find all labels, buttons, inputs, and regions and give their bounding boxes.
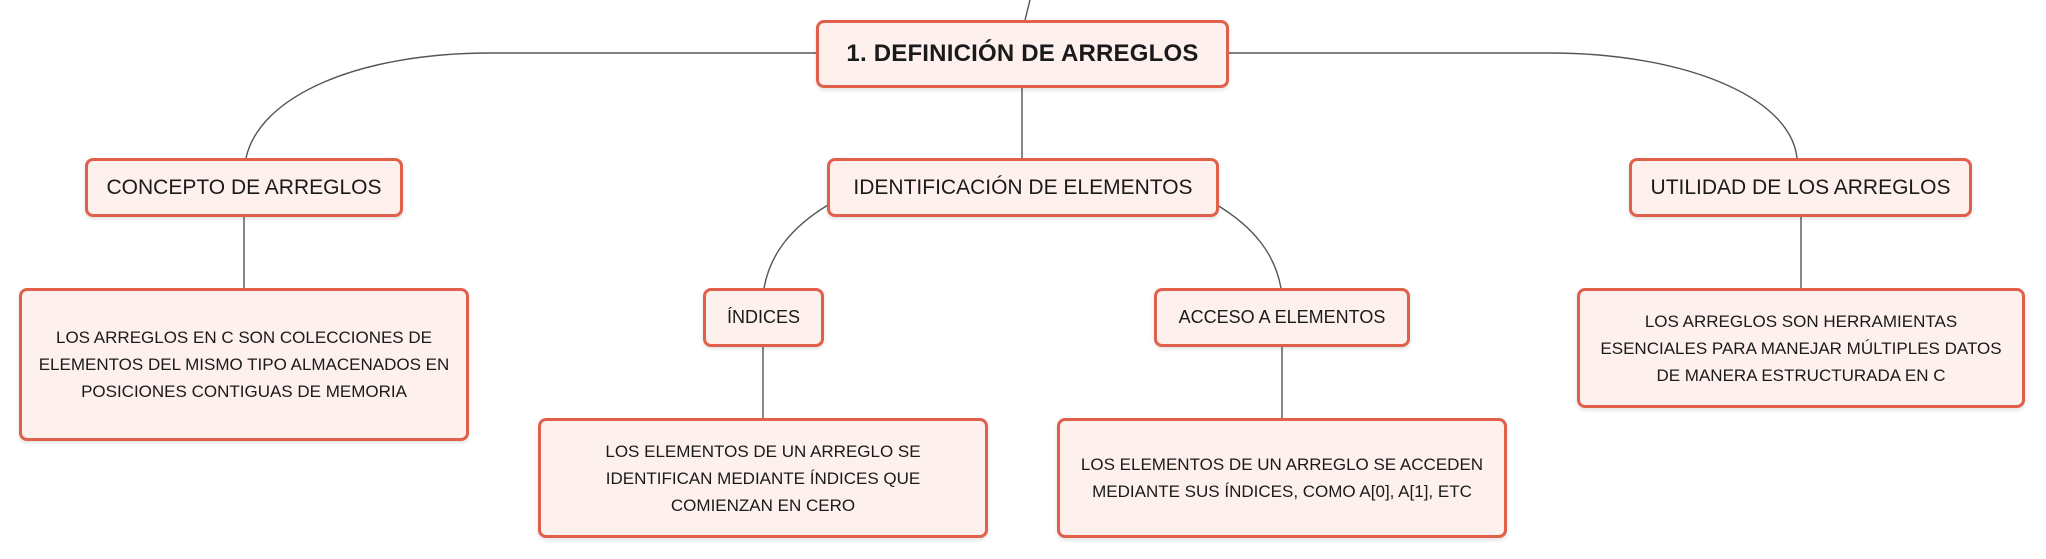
node-identificacion[interactable]: IDENTIFICACIÓN DE ELEMENTOS: [827, 158, 1219, 217]
node-acceso[interactable]: ACCESO A ELEMENTOS: [1154, 288, 1410, 347]
node-concepto-label: CONCEPTO DE ARREGLOS: [106, 175, 382, 199]
node-concepto[interactable]: CONCEPTO DE ARREGLOS: [85, 158, 403, 217]
detail-concepto[interactable]: LOS ARREGLOS EN C SON COLECCIONES DE ELE…: [19, 288, 469, 441]
root-node[interactable]: 1. DEFINICIÓN DE ARREGLOS: [816, 20, 1229, 88]
node-identificacion-label: IDENTIFICACIÓN DE ELEMENTOS: [853, 175, 1193, 199]
node-utilidad-label: UTILIDAD DE LOS ARREGLOS: [1650, 175, 1951, 199]
connector-root-utilidad: [1229, 52, 1798, 159]
node-acceso-label: ACCESO A ELEMENTOS: [1178, 307, 1386, 327]
connector-identificacion-indices: [763, 204, 829, 289]
connector-parent-root: [1024, 0, 1031, 21]
node-indices[interactable]: ÍNDICES: [703, 288, 824, 347]
detail-acceso[interactable]: LOS ELEMENTOS DE UN ARREGLO SE ACCEDEN M…: [1057, 418, 1507, 538]
node-indices-label: ÍNDICES: [726, 307, 800, 327]
connector-root-concepto: [245, 52, 816, 159]
detail-indices-text: LOS ELEMENTOS DE UN ARREGLO SE IDENTIFIC…: [605, 441, 921, 515]
detail-utilidad[interactable]: LOS ARREGLOS SON HERRAMIENTAS ESENCIALES…: [1577, 288, 2025, 408]
detail-concepto-text: LOS ARREGLOS EN C SON COLECCIONES DE ELE…: [38, 328, 450, 401]
detail-utilidad-text: LOS ARREGLOS SON HERRAMIENTAS ESENCIALES…: [1600, 311, 2002, 385]
detail-indices[interactable]: LOS ELEMENTOS DE UN ARREGLO SE IDENTIFIC…: [538, 418, 988, 538]
node-utilidad[interactable]: UTILIDAD DE LOS ARREGLOS: [1629, 158, 1972, 217]
root-node-label: 1. DEFINICIÓN DE ARREGLOS: [846, 40, 1199, 67]
detail-acceso-text: LOS ELEMENTOS DE UN ARREGLO SE ACCEDEN M…: [1080, 455, 1484, 501]
connector-identificacion-acceso: [1216, 204, 1282, 289]
